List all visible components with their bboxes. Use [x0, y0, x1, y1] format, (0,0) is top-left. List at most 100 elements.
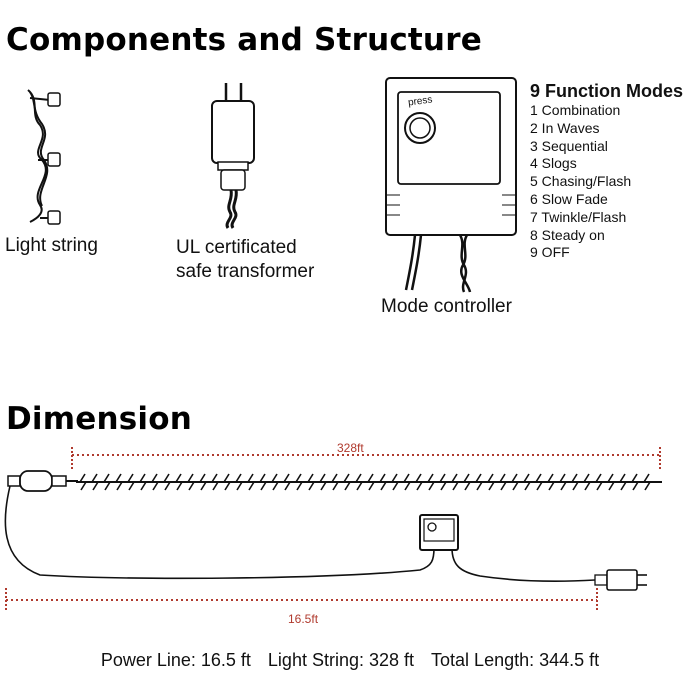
mode-controller-label: Mode controller	[381, 296, 512, 317]
bulb-tick	[200, 481, 207, 491]
bulb-tick	[164, 481, 171, 491]
mode-item: 8 Steady on	[530, 226, 605, 243]
mode-item: 4 Slogs	[530, 155, 577, 172]
bulb-tick	[643, 473, 650, 483]
dimension-section-title: Dimension	[6, 401, 192, 437]
function-modes-title: 9 Function Modes	[530, 81, 683, 101]
bulb-tick	[320, 481, 327, 491]
light-string-label: Light string	[5, 235, 98, 256]
bulb-tick	[380, 481, 387, 491]
bulb-tick	[212, 481, 219, 491]
bulb-tick	[127, 473, 134, 483]
mode-controller-icon	[385, 77, 517, 293]
bulb-tick	[476, 481, 483, 491]
mode-item: 9 OFF	[530, 244, 570, 261]
bulb-tick	[607, 473, 614, 483]
light-string-length: Light String: 328 ft	[267, 650, 415, 670]
bulb-tick	[331, 473, 338, 483]
bulb-tick	[260, 481, 267, 491]
bulb-tick	[140, 481, 147, 491]
bulb-tick	[80, 481, 87, 491]
bulb-tick	[512, 481, 519, 491]
bulb-tick	[440, 481, 447, 491]
bulb-tick	[116, 481, 123, 491]
bulb-tick	[152, 481, 159, 491]
bulb-tick	[392, 481, 399, 491]
bulb-tick	[175, 473, 182, 483]
bulb-tick	[572, 481, 579, 491]
bulb-tick	[487, 473, 494, 483]
bulb-tick	[296, 481, 303, 491]
bulb-tick	[176, 481, 183, 491]
bulb-tick	[188, 481, 195, 491]
transformer-label-line1: UL certificated	[176, 237, 297, 258]
bulb-tick	[115, 473, 122, 483]
bulb-tick	[631, 473, 638, 483]
bulb-tick	[596, 481, 603, 491]
bulb-tick	[416, 481, 423, 491]
bulb-tick	[584, 481, 591, 491]
bulb-tick	[223, 473, 230, 483]
mode-item: 1 Combination	[530, 102, 621, 118]
light-string-icon	[27, 89, 61, 225]
bulb-tick	[511, 473, 518, 483]
bulb-tick	[524, 481, 531, 491]
bulb-tick	[319, 473, 326, 483]
bulb-tick	[367, 473, 374, 483]
total-length: Total Length: 344.5 ft	[431, 650, 600, 670]
bulb-tick	[271, 473, 278, 483]
bulb-tick	[224, 481, 231, 491]
bulb-tick	[356, 481, 363, 491]
bulb-tick	[463, 473, 470, 483]
bulb-tick	[620, 481, 627, 491]
bulb-tick	[92, 481, 99, 491]
bulb-tick	[379, 473, 386, 483]
bulb-tick	[295, 473, 302, 483]
bulb-tick	[235, 473, 242, 483]
bulb-tick	[259, 473, 266, 483]
bulb-tick	[284, 481, 291, 491]
bulb-tick	[488, 481, 495, 491]
length-summary: Power Line: 16.5 ft Light String: 328 ft…	[0, 650, 700, 671]
bulb-tick	[128, 481, 135, 491]
bulb-tick	[523, 473, 530, 483]
bulb-tick	[272, 481, 279, 491]
function-modes-list: 9 Function Modes 1 Combination 2 In Wave…	[530, 80, 683, 262]
bulb-tick	[644, 481, 651, 491]
bulb-tick	[500, 481, 507, 491]
mode-item: 3 Sequential	[530, 137, 608, 154]
power-length-label: 16.5ft	[288, 612, 319, 626]
bulb-tick	[391, 473, 398, 483]
transformer-label-line2: safe transformer	[176, 261, 315, 282]
bulb-tick	[464, 481, 471, 491]
bulb-tick	[439, 473, 446, 483]
bulb-tick	[451, 473, 458, 483]
bulb-tick	[343, 473, 350, 483]
bulb-tick	[199, 473, 206, 483]
components-section-title: Components and Structure	[6, 22, 482, 58]
bulb-tick	[79, 473, 86, 483]
mode-item: 6 Slow Fade	[530, 190, 608, 207]
bulb-tick	[536, 481, 543, 491]
bulb-tick	[103, 473, 110, 483]
bulb-tick	[187, 473, 194, 483]
bulb-tick	[344, 481, 351, 491]
bulb-tick	[535, 473, 542, 483]
bulb-tick	[499, 473, 506, 483]
bulb-tick	[415, 473, 422, 483]
bulb-tick	[583, 473, 590, 483]
bulb-tick	[632, 481, 639, 491]
bulb-tick	[236, 481, 243, 491]
bulb-tick	[308, 481, 315, 491]
bulb-tick	[403, 473, 410, 483]
bulb-tick	[452, 481, 459, 491]
bulb-tick	[548, 481, 555, 491]
bulb-tick	[307, 473, 314, 483]
bulb-tick	[560, 481, 567, 491]
bulb-tick	[608, 481, 615, 491]
mode-item: 5 Chasing/Flash	[530, 173, 632, 190]
transformer-icon	[211, 83, 255, 229]
bulb-tick	[404, 481, 411, 491]
bulb-tick	[151, 473, 158, 483]
